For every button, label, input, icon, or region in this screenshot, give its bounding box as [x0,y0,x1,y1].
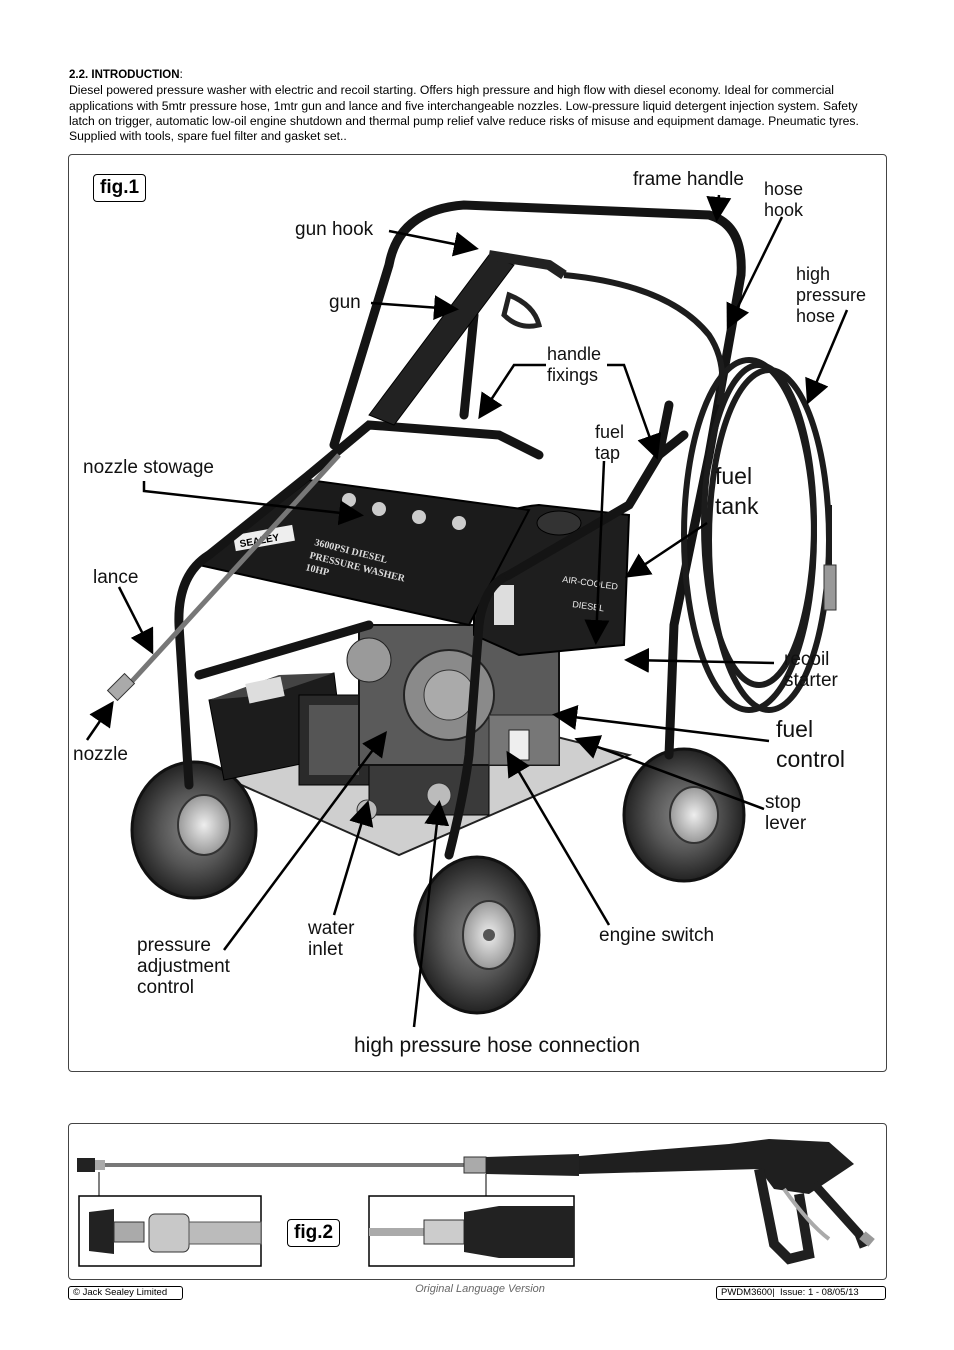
frame [174,200,746,860]
gun-handle [754,1168,815,1265]
footer-model: PWDM3600 [721,1287,773,1298]
intro-section: 2.2. INTRODUCTION: Diesel powered pressu… [69,67,879,144]
rear-left-wheel [130,760,258,900]
gun-and-lance-illustration [77,1139,875,1267]
front-right-wheel [413,855,541,1015]
callout-handle-fixings: handle fixings [547,344,602,385]
nozzle-tip [77,1158,95,1172]
callout-nozzle-stowage: nozzle stowage [83,457,214,478]
callout-gun: gun [329,292,361,313]
inset-lance-coupling [368,1195,575,1267]
figure-1-label: fig.1 [93,174,147,202]
intro-heading: 2.2. INTRODUCTION [69,69,180,81]
trigger [782,1187,831,1241]
intro-heading-colon: : [179,67,183,81]
callout-hose-hook: hose hook [764,179,804,220]
lance [106,453,341,702]
footer-issue: Issue: 1 - 08/05/13 [779,1287,859,1298]
pressure-washer-illustration: AIR-COOLED DIESEL SEALEY 3600PSI DIESEL … [85,194,849,1028]
callout-fuel-tank: fuel tank [715,463,759,519]
callout-high-pressure-hose-connection: high pressure hose connection [354,1034,641,1057]
figure-2-frame: fig.2 [68,1123,887,1280]
callout-stop-lever: stop lever [765,792,807,834]
figure-2-label: fig.2 [287,1219,341,1247]
footer-language-note: Original Language Version [415,1283,545,1295]
gun-on-frame [368,250,567,426]
callout-lance: lance [93,567,139,588]
callout-fuel-control: fuel control [776,716,846,772]
callout-frame-handle: frame handle [633,169,744,190]
intro-body: Diesel powered pressure washer with elec… [69,83,859,144]
footer-issue-info: PWDM3600| Issue: 1 - 08/05/13 [716,1286,886,1300]
callout-nozzle: nozzle [73,744,128,765]
callout-fuel-tap: fuel tap [595,422,625,463]
callout-gun-hook: gun hook [295,219,374,240]
callout-water-inlet: water inlet [308,918,355,960]
callout-high-pressure-hose: high pressure hose [796,264,867,326]
callout-pressure-adjustment-control: pressure adjustment control [137,935,230,998]
callout-recoil-starter: recoil starter [784,649,838,691]
rear-right-wheel [622,747,746,883]
hose-coupler [823,564,837,611]
figure-1-frame: fig.1 [68,154,887,1072]
lance-grip [486,1154,579,1176]
gun-body [579,1139,854,1194]
footer-copyright: © Jack Sealey Limited [68,1286,183,1300]
inset-nozzle-coupling [78,1195,262,1267]
callout-arrows [85,194,849,1028]
callout-engine-switch: engine switch [599,925,715,946]
